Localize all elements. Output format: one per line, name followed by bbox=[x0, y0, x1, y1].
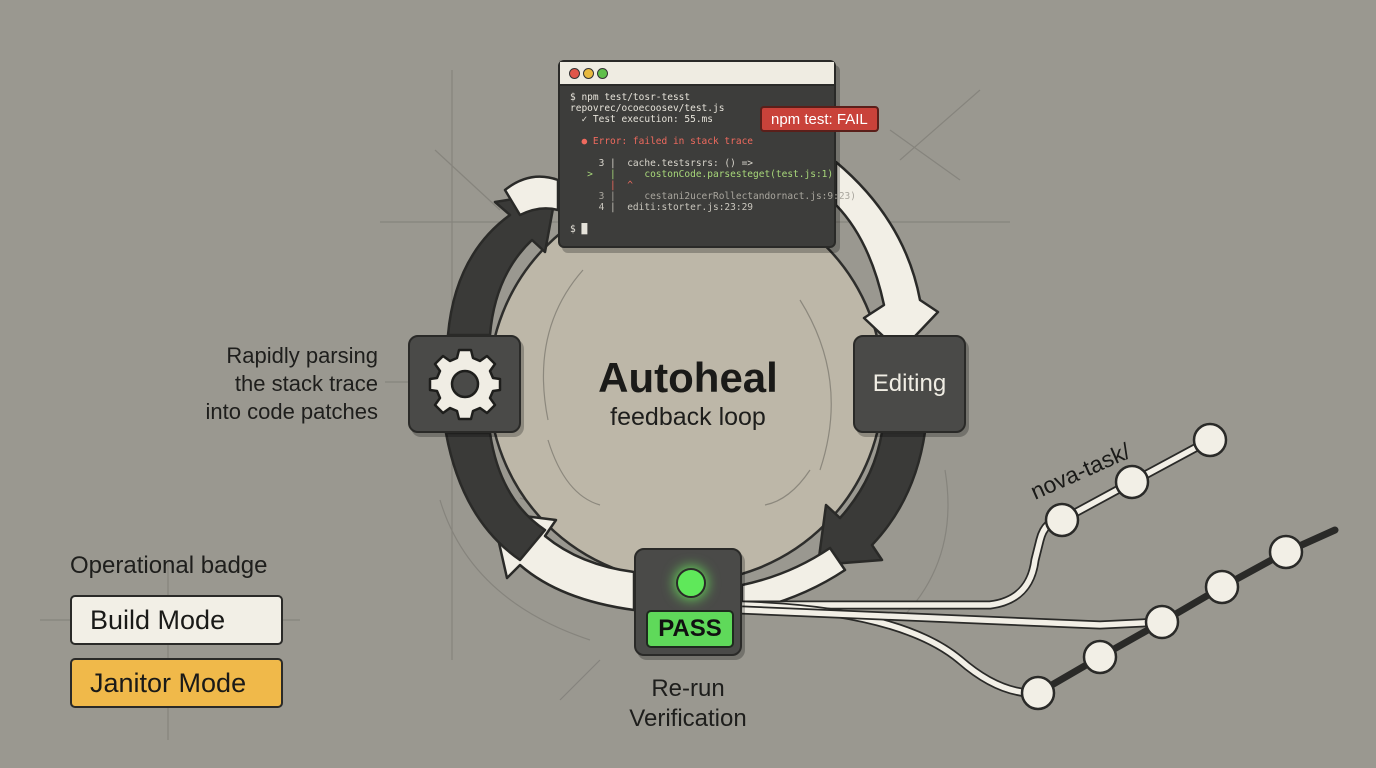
left-note-line-2: the stack trace bbox=[235, 371, 378, 396]
janitor-mode-badge[interactable]: Janitor Mode bbox=[70, 658, 283, 708]
editing-label: Editing bbox=[872, 370, 947, 397]
terminal-line: 4 | editi:storter.js:23:29 bbox=[570, 202, 754, 213]
pass-caption-line-1: Re-run bbox=[651, 675, 724, 702]
commit-node bbox=[1082, 639, 1118, 675]
inner-arcs bbox=[542, 269, 832, 506]
terminal-line: | ^ bbox=[570, 180, 633, 191]
terminal-line: ● Error: failed in stack trace bbox=[570, 136, 754, 147]
commit-node bbox=[1192, 422, 1228, 458]
terminal-line: ✓ Test execution: 55.ms bbox=[570, 114, 713, 125]
commit-node bbox=[1204, 569, 1240, 605]
gear-node bbox=[408, 335, 521, 433]
commit-node bbox=[1020, 675, 1056, 711]
fail-badge: npm test: FAIL bbox=[760, 106, 879, 132]
arrow-terminal-to-editing bbox=[834, 160, 940, 354]
pass-caption-line-2: Verification bbox=[629, 705, 746, 732]
close-dot-icon bbox=[569, 68, 580, 79]
commit-node bbox=[1268, 534, 1304, 570]
terminal-line: $ █ bbox=[570, 224, 588, 235]
badges-heading: Operational badge bbox=[70, 552, 267, 579]
arrow-terminal-top bbox=[503, 175, 560, 217]
pass-label: PASS bbox=[646, 610, 734, 648]
left-note-line-1: Rapidly parsing bbox=[226, 343, 378, 368]
terminal-line: > | costonCode.parsesteget(test.js:1) bbox=[570, 169, 834, 180]
terminal-line: 3 | cache.testsrsrs: () => bbox=[570, 158, 754, 169]
maximize-dot-icon bbox=[597, 68, 608, 79]
left-note-line-3: into code patches bbox=[206, 399, 378, 424]
git-branches bbox=[737, 422, 1339, 711]
arrow-gear-side bbox=[444, 431, 547, 562]
center-title: Autoheal bbox=[598, 354, 778, 401]
build-mode-badge[interactable]: Build Mode bbox=[70, 595, 283, 645]
terminal-line: repovrec/ocoecoosev/test.js bbox=[570, 103, 725, 114]
editing-node: Editing bbox=[853, 335, 966, 433]
commit-node bbox=[1144, 604, 1180, 640]
terminal-title-bar bbox=[560, 62, 834, 86]
terminal-line bbox=[570, 147, 824, 158]
minimize-dot-icon bbox=[583, 68, 594, 79]
status-light-icon bbox=[676, 568, 706, 598]
terminal-line bbox=[570, 213, 824, 224]
arrow-editing-to-pass bbox=[816, 430, 927, 567]
terminal-line: $ npm test/tosr-tesst bbox=[570, 92, 691, 103]
terminal-line: 3 | cestani2ucerRollectandornact.js:9:23… bbox=[570, 191, 856, 202]
commit-node bbox=[1044, 502, 1080, 538]
center-subtitle: feedback loop bbox=[610, 403, 766, 431]
gear-icon bbox=[428, 348, 501, 421]
loop-arrows bbox=[444, 160, 940, 614]
pass-node: PASS bbox=[634, 548, 742, 656]
commit-node bbox=[1114, 464, 1150, 500]
